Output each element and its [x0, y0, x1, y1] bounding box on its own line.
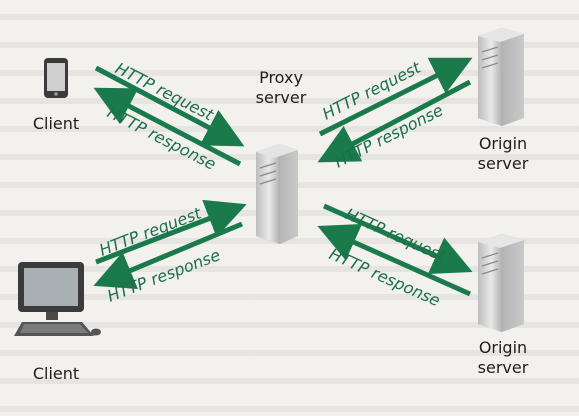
label-client-bottom-request: HTTP request	[97, 203, 205, 260]
arrow-client-top-request	[94, 65, 245, 147]
desktop-computer-icon	[14, 262, 101, 336]
origin-server-icon	[478, 28, 524, 126]
arrow-origin-top-request	[318, 57, 473, 137]
arrow-origin-top-response	[317, 79, 472, 163]
arrow-client-bottom-response	[93, 221, 243, 289]
arrow-client-top-response	[93, 87, 242, 167]
client-label: Client	[32, 114, 80, 133]
arrow-origin-bottom-request	[322, 203, 473, 275]
arrow-origin-bottom-response	[317, 223, 472, 297]
origin-server-label: Origin server	[477, 338, 529, 377]
origin-server-label: Origin server	[477, 134, 529, 173]
origin-server-icon	[478, 234, 524, 332]
proxy-server-icon	[256, 144, 298, 244]
smartphone-icon	[44, 58, 68, 98]
client-label: Client	[32, 364, 80, 383]
proxy-server-label: Proxy server	[255, 68, 307, 107]
